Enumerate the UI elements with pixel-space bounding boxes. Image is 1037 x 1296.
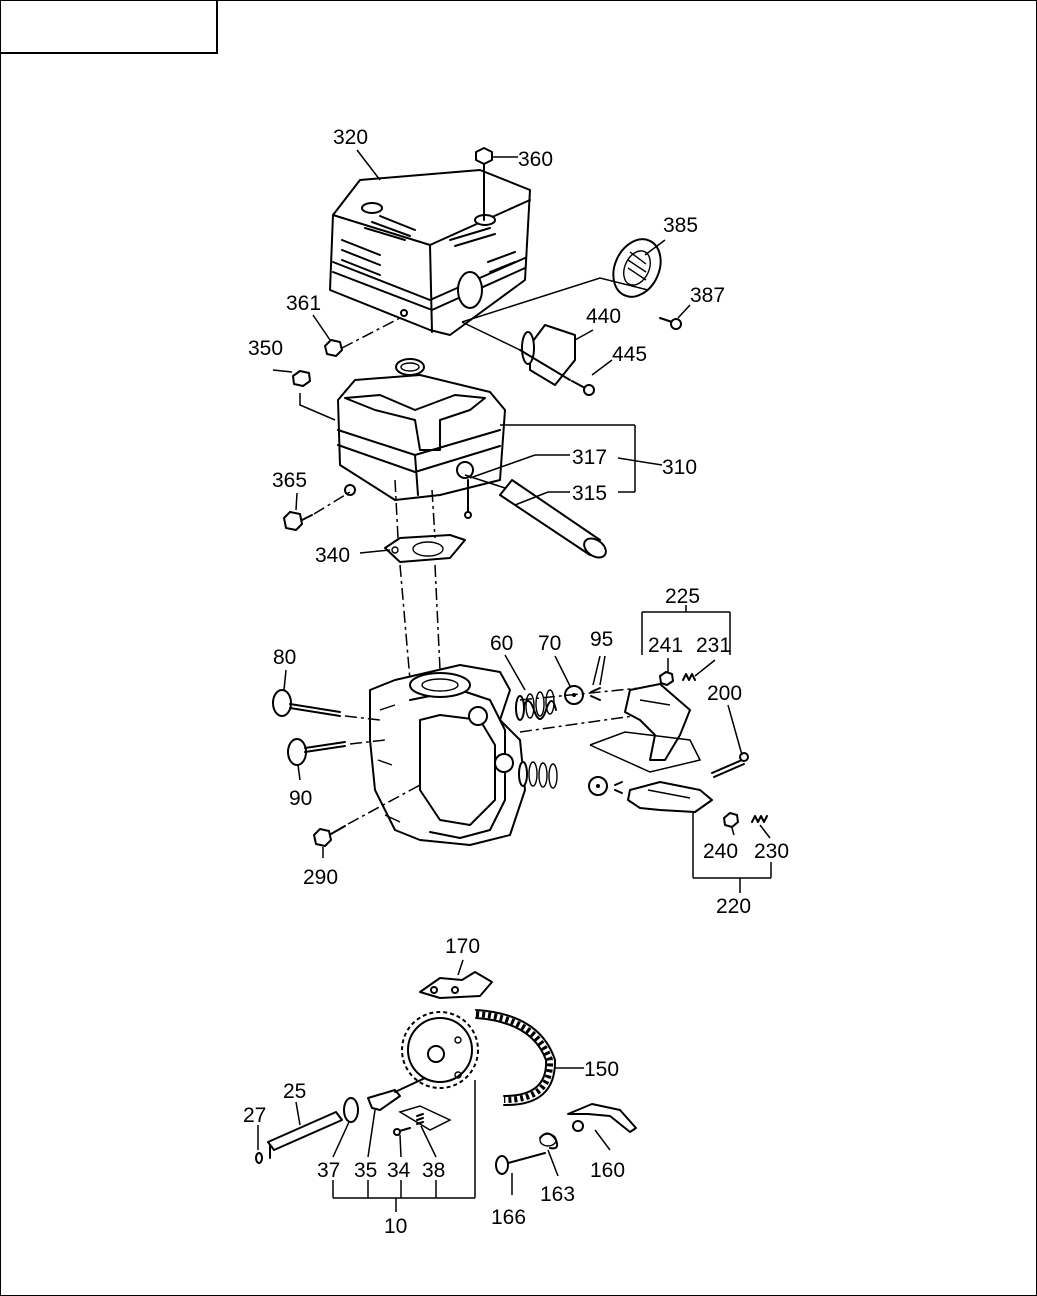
label-38: 38 <box>422 1159 445 1182</box>
screw-445 <box>571 380 595 396</box>
label-37: 37 <box>317 1159 340 1182</box>
label-90: 90 <box>289 787 312 810</box>
label-150: 150 <box>584 1058 619 1081</box>
tail-pipe <box>464 474 607 559</box>
label-317: 317 <box>572 446 607 469</box>
label-365: 365 <box>272 469 307 492</box>
screw-387 <box>659 317 682 330</box>
retainer-lower <box>588 776 608 796</box>
label-230: 230 <box>754 840 789 863</box>
cylinder-head <box>369 664 526 846</box>
label-360: 360 <box>518 148 553 171</box>
label-310: 310 <box>662 456 697 479</box>
label-240: 240 <box>703 840 738 863</box>
pivot-bolt-200 <box>711 752 749 778</box>
tensioner-spring <box>539 1132 559 1150</box>
label-231: 231 <box>696 634 731 657</box>
label-445: 445 <box>612 343 647 366</box>
label-387: 387 <box>690 284 725 307</box>
header-box <box>0 0 218 54</box>
label-315: 315 <box>572 482 607 505</box>
label-80: 80 <box>273 646 296 669</box>
label-163: 163 <box>540 1183 575 1206</box>
label-160: 160 <box>590 1159 625 1182</box>
pivot-bolt-166 <box>495 1152 546 1175</box>
washer-27 <box>255 1152 263 1164</box>
label-200: 200 <box>707 682 742 705</box>
chain-guide <box>419 971 493 999</box>
label-34: 34 <box>387 1159 411 1182</box>
rocker-arm-exhaust <box>624 683 691 761</box>
part-labels: 320 360 385 387 361 440 350 445 317 310 … <box>243 126 789 1238</box>
cam-sprocket <box>401 1011 479 1089</box>
nut-240 <box>723 812 739 828</box>
screw-317 <box>464 479 472 519</box>
muffler-cover <box>329 169 531 336</box>
label-60: 60 <box>490 632 513 655</box>
label-70: 70 <box>538 632 561 655</box>
camshaft <box>267 1111 343 1159</box>
label-320: 320 <box>333 126 368 149</box>
cam-chain <box>475 1009 557 1107</box>
label-170: 170 <box>445 935 480 958</box>
label-350: 350 <box>248 337 283 360</box>
nut-350 <box>292 370 336 421</box>
label-241: 241 <box>648 634 683 657</box>
gasket-340 <box>384 534 466 563</box>
label-225: 225 <box>665 585 700 608</box>
label-361: 361 <box>286 292 321 315</box>
valve-90 <box>287 738 386 766</box>
valve-80 <box>272 689 381 721</box>
bolt-290 <box>313 784 421 847</box>
label-166: 166 <box>491 1206 526 1229</box>
label-27: 27 <box>243 1104 266 1127</box>
decomp-lever <box>367 1077 426 1111</box>
spring-231 <box>682 673 696 681</box>
spring-230 <box>751 815 768 823</box>
nut-241 <box>659 671 674 686</box>
bolt-360 <box>475 147 493 221</box>
circlip-37 <box>343 1097 359 1123</box>
rocker-arm-intake <box>627 781 713 813</box>
chain-tensioner <box>567 1103 637 1133</box>
bolt-361 <box>324 317 401 357</box>
spark-arrester <box>519 324 576 386</box>
keeper-95 <box>590 687 623 794</box>
leader-lines <box>257 149 772 1212</box>
label-35: 35 <box>354 1159 377 1182</box>
label-290: 290 <box>303 866 338 889</box>
spark-arrester-screen <box>612 238 662 298</box>
label-385: 385 <box>663 214 698 237</box>
label-440: 440 <box>586 305 621 328</box>
valve-spring-upper <box>515 689 557 721</box>
muffler <box>337 358 506 501</box>
label-25: 25 <box>283 1080 306 1103</box>
label-340: 340 <box>315 544 350 567</box>
bolt-365 <box>283 491 351 531</box>
label-95: 95 <box>590 628 613 651</box>
valve-spring-lower <box>518 761 558 789</box>
pin-34 <box>393 1127 411 1136</box>
label-10: 10 <box>384 1215 407 1238</box>
label-220: 220 <box>716 895 751 918</box>
